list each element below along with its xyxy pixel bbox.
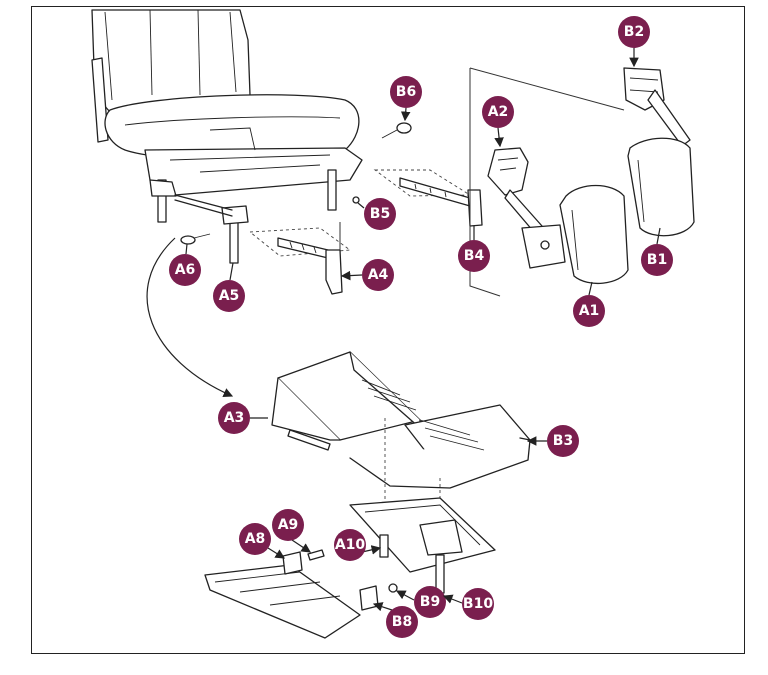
svg-text:A1: A1	[579, 303, 600, 319]
callout-a1: A1	[573, 281, 605, 327]
svg-text:A5: A5	[219, 288, 240, 304]
svg-text:B9: B9	[420, 594, 440, 610]
svg-text:B6: B6	[396, 84, 416, 100]
svg-text:A10: A10	[335, 537, 366, 553]
clamp-b8	[359, 585, 379, 611]
svg-text:A2: A2	[488, 104, 509, 120]
svg-text:B1: B1	[647, 252, 667, 268]
callout-b3: B3	[526, 425, 579, 457]
svg-text:B8: B8	[392, 614, 412, 630]
callout-b5: B5	[357, 198, 396, 230]
svg-text:A8: A8	[245, 531, 266, 547]
screw-b5	[352, 196, 360, 204]
callout-a8: A8	[239, 523, 286, 559]
svg-text:A9: A9	[278, 517, 299, 533]
leg-rest-a2	[487, 147, 566, 269]
callout-a9: A9	[272, 509, 311, 553]
callout-a4: A4	[340, 259, 394, 291]
assembly-arrow	[146, 237, 234, 398]
callout-a10: A10	[334, 529, 382, 561]
footplate-bracket-b3	[349, 404, 531, 489]
screw-a9	[307, 549, 325, 561]
callout-a6: A6	[169, 243, 201, 286]
callout-b9: B9	[395, 586, 446, 618]
mount-plate	[204, 564, 361, 639]
callout-a3: A3	[218, 402, 268, 434]
footplate-bracket-a3	[271, 351, 421, 451]
svg-text:A6: A6	[175, 262, 196, 278]
bracket-a4	[248, 227, 352, 295]
callout-b6: B6	[390, 76, 422, 122]
screw-b9	[388, 583, 398, 593]
callout-b1: B1	[641, 227, 673, 276]
callout-a2: A2	[482, 96, 514, 148]
leg-pad-a1	[559, 184, 629, 285]
callout-b2: B2	[618, 16, 650, 68]
svg-text:B10: B10	[463, 596, 493, 612]
washer-b6	[381, 122, 412, 139]
svg-text:A3: A3	[224, 410, 245, 426]
svg-text:B4: B4	[464, 248, 485, 264]
screw-b10	[435, 554, 445, 594]
svg-text:B5: B5	[370, 206, 390, 222]
washer-a6	[180, 233, 211, 245]
callout-b8: B8	[372, 602, 418, 638]
clamp-a8	[282, 551, 303, 575]
leg-rest-b2	[623, 67, 691, 147]
screw-a10	[379, 534, 389, 558]
leg-pad-b1	[627, 137, 695, 237]
mount-rail	[349, 497, 496, 573]
svg-text:B2: B2	[624, 24, 644, 40]
svg-text:B3: B3	[553, 433, 573, 449]
callout-a5: A5	[213, 262, 245, 312]
svg-text:A4: A4	[368, 267, 389, 283]
callout-b10: B10	[442, 588, 494, 620]
seat-assembly	[91, 9, 363, 264]
callout-b4: B4	[458, 226, 490, 272]
